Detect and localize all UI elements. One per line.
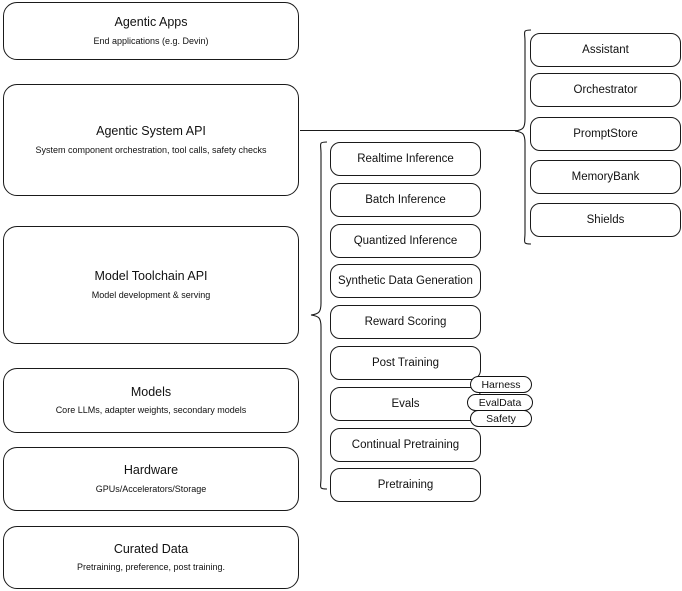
capability-label: Pretraining <box>377 478 434 491</box>
system-component-label: Orchestrator <box>573 83 638 96</box>
capability-realtime-inference[interactable]: Realtime Inference <box>330 142 481 176</box>
system-component-orchestrator[interactable]: Orchestrator <box>530 73 681 107</box>
layer-subtitle: Model development & serving <box>91 289 211 300</box>
capability-label: Continual Pretraining <box>351 438 460 451</box>
capability-synthetic-data-generation[interactable]: Synthetic Data Generation <box>330 264 481 298</box>
layer-subtitle: End applications (e.g. Devin) <box>93 35 209 46</box>
capability-pretraining[interactable]: Pretraining <box>330 468 481 502</box>
layer-title: Models <box>130 384 172 399</box>
layer-agentic-apps[interactable]: Agentic Apps End applications (e.g. Devi… <box>3 2 299 60</box>
capability-label: Reward Scoring <box>364 315 447 328</box>
layer-subtitle: GPUs/Accelerators/Storage <box>95 483 207 494</box>
capability-label: Evals <box>391 397 420 410</box>
capability-batch-inference[interactable]: Batch Inference <box>330 183 481 217</box>
capability-label: Quantized Inference <box>353 234 458 247</box>
capability-continual-pretraining[interactable]: Continual Pretraining <box>330 428 481 462</box>
layer-curated-data[interactable]: Curated Data Pretraining, preference, po… <box>3 526 299 589</box>
capability-label: Batch Inference <box>365 193 446 206</box>
evals-subcomponent-safety[interactable]: Safety <box>470 410 532 427</box>
layer-model-toolchain-api[interactable]: Model Toolchain API Model development & … <box>3 226 299 344</box>
capability-label: Realtime Inference <box>357 152 454 165</box>
layer-subtitle: System component orchestration, tool cal… <box>35 144 267 155</box>
layer-title: Agentic Apps <box>114 15 188 30</box>
evals-subcomponent-label: Safety <box>486 412 516 425</box>
system-component-label: MemoryBank <box>571 170 640 183</box>
system-component-memorybank[interactable]: MemoryBank <box>530 160 681 194</box>
capability-post-training[interactable]: Post Training <box>330 346 481 380</box>
layer-title: Agentic System API <box>96 124 206 139</box>
layer-hardware[interactable]: Hardware GPUs/Accelerators/Storage <box>3 447 299 511</box>
capability-reward-scoring[interactable]: Reward Scoring <box>330 305 481 339</box>
connector-system-api-to-components <box>300 130 518 131</box>
evals-subcomponent-label: EvalData <box>478 396 522 409</box>
brace-system-components <box>514 29 532 245</box>
system-component-label: Assistant <box>582 43 629 56</box>
capability-label: Synthetic Data Generation <box>338 274 473 287</box>
layer-subtitle: Pretraining, preference, post training. <box>76 562 226 573</box>
layer-models[interactable]: Models Core LLMs, adapter weights, secon… <box>3 368 299 433</box>
system-component-shields[interactable]: Shields <box>530 203 681 237</box>
capability-label: Post Training <box>371 356 440 369</box>
evals-subcomponent-evaldata[interactable]: EvalData <box>467 394 533 411</box>
evals-subcomponent-label: Harness <box>481 378 521 391</box>
evals-subcomponent-harness[interactable]: Harness <box>470 376 532 393</box>
system-component-label: PromptStore <box>573 127 638 140</box>
system-component-label: Shields <box>586 213 625 226</box>
layer-title: Curated Data <box>113 541 189 556</box>
layer-title: Model Toolchain API <box>94 269 208 284</box>
layer-agentic-system-api[interactable]: Agentic System API System component orch… <box>3 84 299 196</box>
layer-title: Hardware <box>123 463 179 478</box>
capability-evals[interactable]: Evals <box>330 387 481 421</box>
brace-toolchain-capabilities <box>310 141 328 490</box>
system-component-promptstore[interactable]: PromptStore <box>530 117 681 151</box>
system-component-assistant[interactable]: Assistant <box>530 33 681 67</box>
capability-quantized-inference[interactable]: Quantized Inference <box>330 224 481 258</box>
layer-subtitle: Core LLMs, adapter weights, secondary mo… <box>55 405 247 416</box>
